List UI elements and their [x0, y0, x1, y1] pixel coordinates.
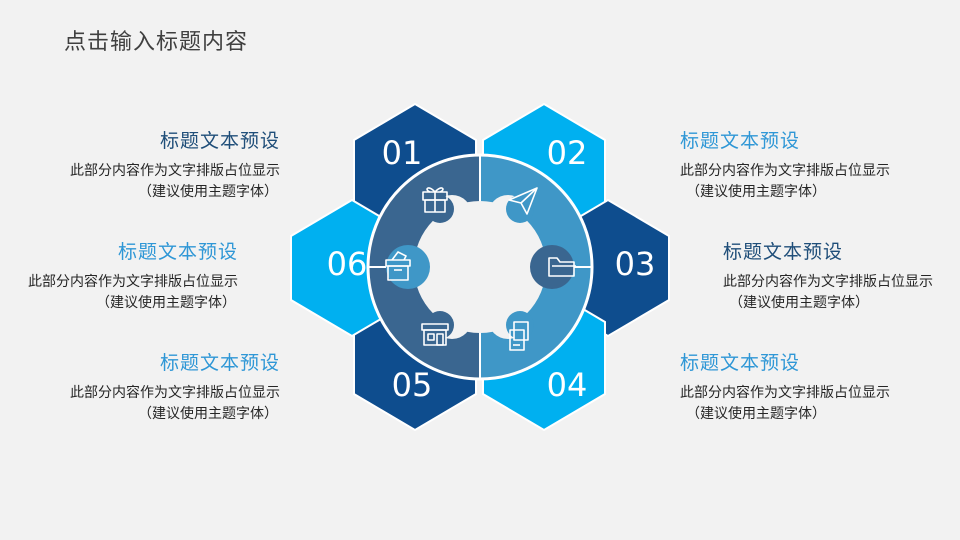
- block-description: 此部分内容作为文字排版占位显示: [70, 385, 280, 401]
- documents-icon: [509, 321, 529, 351]
- block-description-note: （建议使用主题字体）: [96, 295, 236, 311]
- block-description: 此部分内容作为文字排版占位显示: [680, 163, 890, 179]
- segment-number-02: 02: [547, 134, 588, 172]
- text-block-02: 标题文本预设 此部分内容作为文字排版占位显示 （建议使用主题字体）: [680, 126, 960, 203]
- text-block-04: 标题文本预设 此部分内容作为文字排版占位显示 （建议使用主题字体）: [680, 348, 960, 425]
- block-heading: 标题文本预设: [680, 352, 801, 374]
- block-description-note: （建议使用主题字体）: [686, 184, 826, 200]
- segment-number-01: 01: [382, 134, 423, 172]
- block-heading: 标题文本预设: [723, 241, 844, 263]
- segment-number-03: 03: [615, 245, 656, 283]
- knob-05: [426, 311, 454, 339]
- store-icon: [421, 323, 449, 346]
- folder-icon: [548, 257, 576, 277]
- block-description-note: （建议使用主题字体）: [686, 406, 826, 422]
- knob-03: [530, 245, 574, 289]
- text-block-01: 标题文本预设 此部分内容作为文字排版占位显示 （建议使用主题字体）: [0, 126, 280, 203]
- paper-plane-icon: [508, 187, 538, 215]
- block-description: 此部分内容作为文字排版占位显示: [723, 274, 933, 290]
- segment-number-05: 05: [392, 366, 433, 404]
- box-icon: [385, 251, 411, 281]
- knob-02: [506, 195, 534, 223]
- block-description-note: （建议使用主题字体）: [138, 184, 278, 200]
- block-description: 此部分内容作为文字排版占位显示: [680, 385, 890, 401]
- block-description-note: （建议使用主题字体）: [138, 406, 278, 422]
- block-heading: 标题文本预设: [117, 241, 238, 263]
- block-heading: 标题文本预设: [159, 130, 280, 152]
- knob-01: [426, 195, 454, 223]
- block-heading: 标题文本预设: [680, 130, 801, 152]
- segment-number-04: 04: [547, 366, 588, 404]
- knob-04: [506, 311, 534, 339]
- page-title: 点击输入标题内容: [64, 30, 249, 55]
- block-description-note: （建议使用主题字体）: [729, 295, 869, 311]
- segment-number-06: 06: [327, 245, 368, 283]
- gift-icon: [422, 187, 448, 213]
- block-description: 此部分内容作为文字排版占位显示: [70, 163, 280, 179]
- block-description: 此部分内容作为文字排版占位显示: [28, 274, 238, 290]
- text-block-05: 标题文本预设 此部分内容作为文字排版占位显示 （建议使用主题字体）: [0, 348, 280, 425]
- text-block-06: 标题文本预设 此部分内容作为文字排版占位显示 （建议使用主题字体）: [0, 237, 238, 314]
- text-block-03: 标题文本预设 此部分内容作为文字排版占位显示 （建议使用主题字体）: [723, 237, 960, 314]
- block-heading: 标题文本预设: [159, 352, 280, 374]
